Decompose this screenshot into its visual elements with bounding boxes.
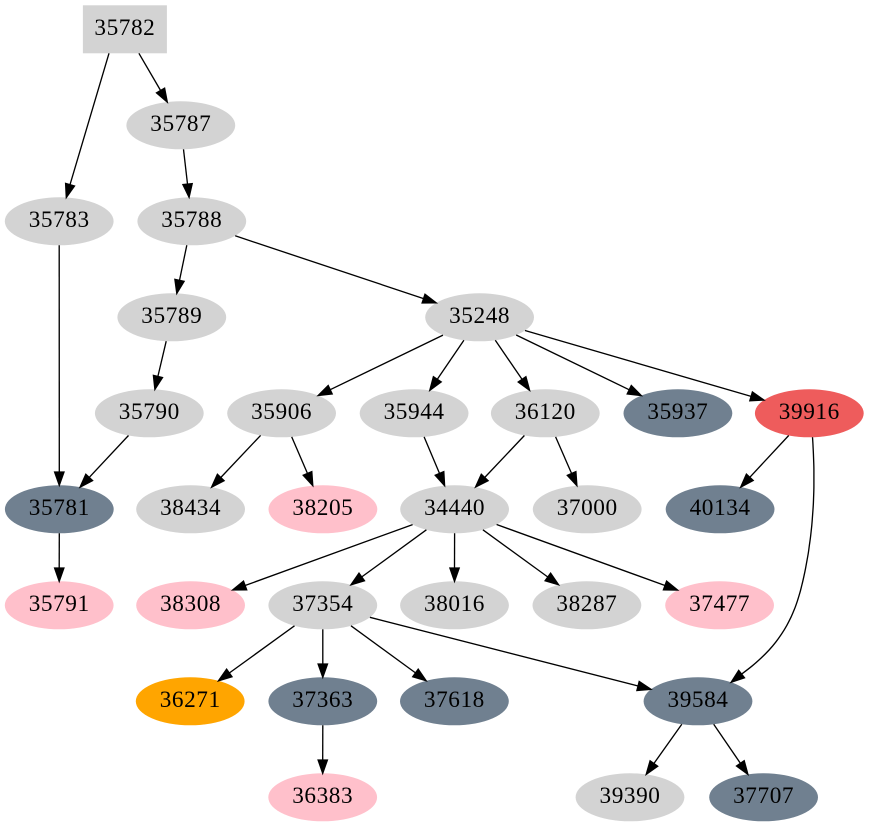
svg-text:36271: 36271 [160, 687, 221, 713]
svg-text:35783: 35783 [29, 207, 90, 233]
svg-text:38287: 38287 [556, 591, 617, 617]
svg-text:38434: 38434 [160, 495, 221, 521]
svg-text:35787: 35787 [150, 111, 211, 137]
svg-text:35781: 35781 [29, 495, 90, 521]
svg-text:36120: 36120 [515, 399, 576, 425]
svg-text:37363: 37363 [292, 687, 353, 713]
svg-text:35906: 35906 [251, 399, 312, 425]
svg-text:37477: 37477 [689, 591, 750, 617]
svg-text:35791: 35791 [29, 591, 90, 617]
svg-text:36383: 36383 [292, 783, 353, 809]
svg-text:37354: 37354 [292, 591, 353, 617]
svg-text:39916: 39916 [779, 399, 840, 425]
svg-text:37618: 37618 [424, 687, 485, 713]
svg-text:35789: 35789 [141, 303, 202, 329]
svg-text:37000: 37000 [557, 495, 618, 521]
svg-text:35782: 35782 [94, 15, 155, 41]
svg-text:38308: 38308 [160, 591, 221, 617]
svg-text:40134: 40134 [690, 495, 751, 521]
svg-text:39584: 39584 [668, 687, 729, 713]
svg-text:37707: 37707 [733, 783, 794, 809]
svg-text:35937: 35937 [647, 399, 708, 425]
svg-text:34440: 34440 [424, 495, 485, 521]
svg-text:38016: 38016 [424, 591, 485, 617]
svg-text:35944: 35944 [384, 399, 445, 425]
svg-text:35790: 35790 [119, 399, 180, 425]
svg-text:39390: 39390 [600, 783, 661, 809]
svg-text:38205: 38205 [292, 495, 353, 521]
svg-text:35248: 35248 [449, 303, 510, 329]
svg-text:35788: 35788 [161, 207, 222, 233]
